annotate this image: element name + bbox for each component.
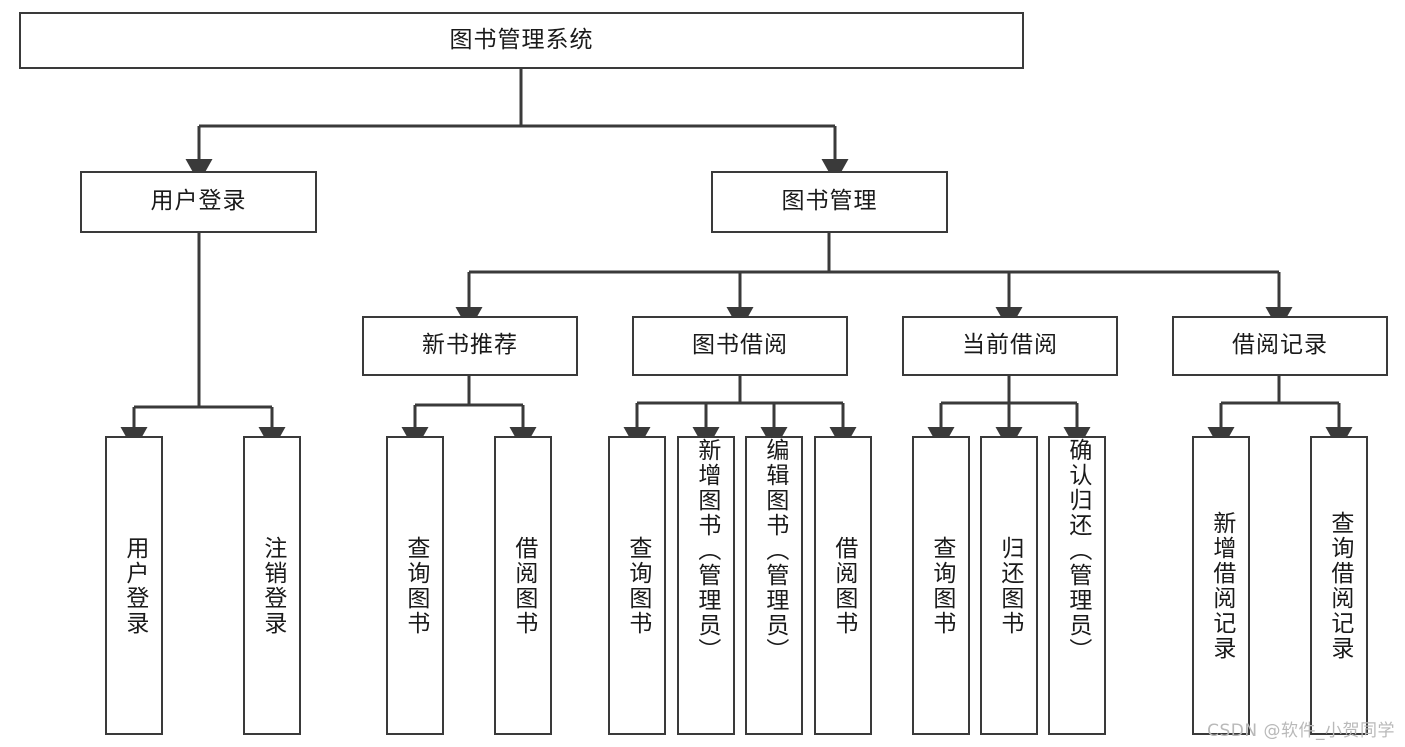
node-book-management[interactable]: 图书管理 — [711, 171, 948, 233]
leaf-new-book-borrow[interactable]: 借阅图书 — [494, 436, 552, 735]
leaf-borrow-edit-book-label: 编辑图书（管理员） — [761, 438, 788, 663]
node-root-label: 图书管理系统 — [449, 26, 594, 53]
leaf-borrow-edit-book[interactable]: 编辑图书（管理员） — [745, 436, 803, 735]
node-borrow-record-label: 借阅记录 — [1232, 332, 1328, 359]
node-user-login[interactable]: 用户登录 — [80, 171, 317, 233]
leaf-borrow-add-book-label: 新增图书（管理员） — [693, 438, 720, 663]
leaf-user-login-label: 用户登录 — [121, 535, 148, 636]
node-current-borrow[interactable]: 当前借阅 — [902, 316, 1118, 376]
leaf-current-confirm-return-label: 确认归还（管理员） — [1064, 438, 1091, 663]
leaf-record-add[interactable]: 新增借阅记录 — [1192, 436, 1250, 735]
leaf-record-add-label: 新增借阅记录 — [1208, 510, 1235, 661]
node-book-borrow-label: 图书借阅 — [692, 332, 788, 359]
leaf-current-return-book[interactable]: 归还图书 — [980, 436, 1038, 735]
leaf-new-book-borrow-label: 借阅图书 — [510, 535, 537, 636]
node-book-management-label: 图书管理 — [781, 188, 878, 215]
leaf-borrow-add-book[interactable]: 新增图书（管理员） — [677, 436, 735, 735]
node-user-login-label: 用户登录 — [150, 188, 247, 215]
leaf-borrow-borrow-book[interactable]: 借阅图书 — [814, 436, 872, 735]
leaf-borrow-borrow-book-label: 借阅图书 — [830, 535, 857, 636]
node-current-borrow-label: 当前借阅 — [962, 332, 1058, 359]
leaf-current-query-book-label: 查询图书 — [928, 535, 955, 636]
leaf-current-return-book-label: 归还图书 — [996, 535, 1023, 636]
leaf-borrow-query-book-label: 查询图书 — [624, 535, 651, 636]
leaf-new-book-query[interactable]: 查询图书 — [386, 436, 444, 735]
watermark: CSDN @软件_小贺同学 — [1207, 721, 1395, 741]
leaf-current-confirm-return[interactable]: 确认归还（管理员） — [1048, 436, 1106, 735]
leaf-user-login[interactable]: 用户登录 — [105, 436, 163, 735]
leaf-current-query-book[interactable]: 查询图书 — [912, 436, 970, 735]
leaf-record-query-label: 查询借阅记录 — [1326, 510, 1353, 661]
leaf-record-query[interactable]: 查询借阅记录 — [1310, 436, 1368, 735]
node-root[interactable]: 图书管理系统 — [19, 12, 1024, 69]
leaf-borrow-query-book[interactable]: 查询图书 — [608, 436, 666, 735]
node-borrow-record[interactable]: 借阅记录 — [1172, 316, 1388, 376]
leaf-user-logout-label: 注销登录 — [259, 535, 286, 636]
node-book-borrow[interactable]: 图书借阅 — [632, 316, 848, 376]
leaf-user-logout[interactable]: 注销登录 — [243, 436, 301, 735]
leaf-new-book-query-label: 查询图书 — [402, 535, 429, 636]
node-new-book-recommend[interactable]: 新书推荐 — [362, 316, 578, 376]
node-new-book-recommend-label: 新书推荐 — [422, 332, 518, 359]
